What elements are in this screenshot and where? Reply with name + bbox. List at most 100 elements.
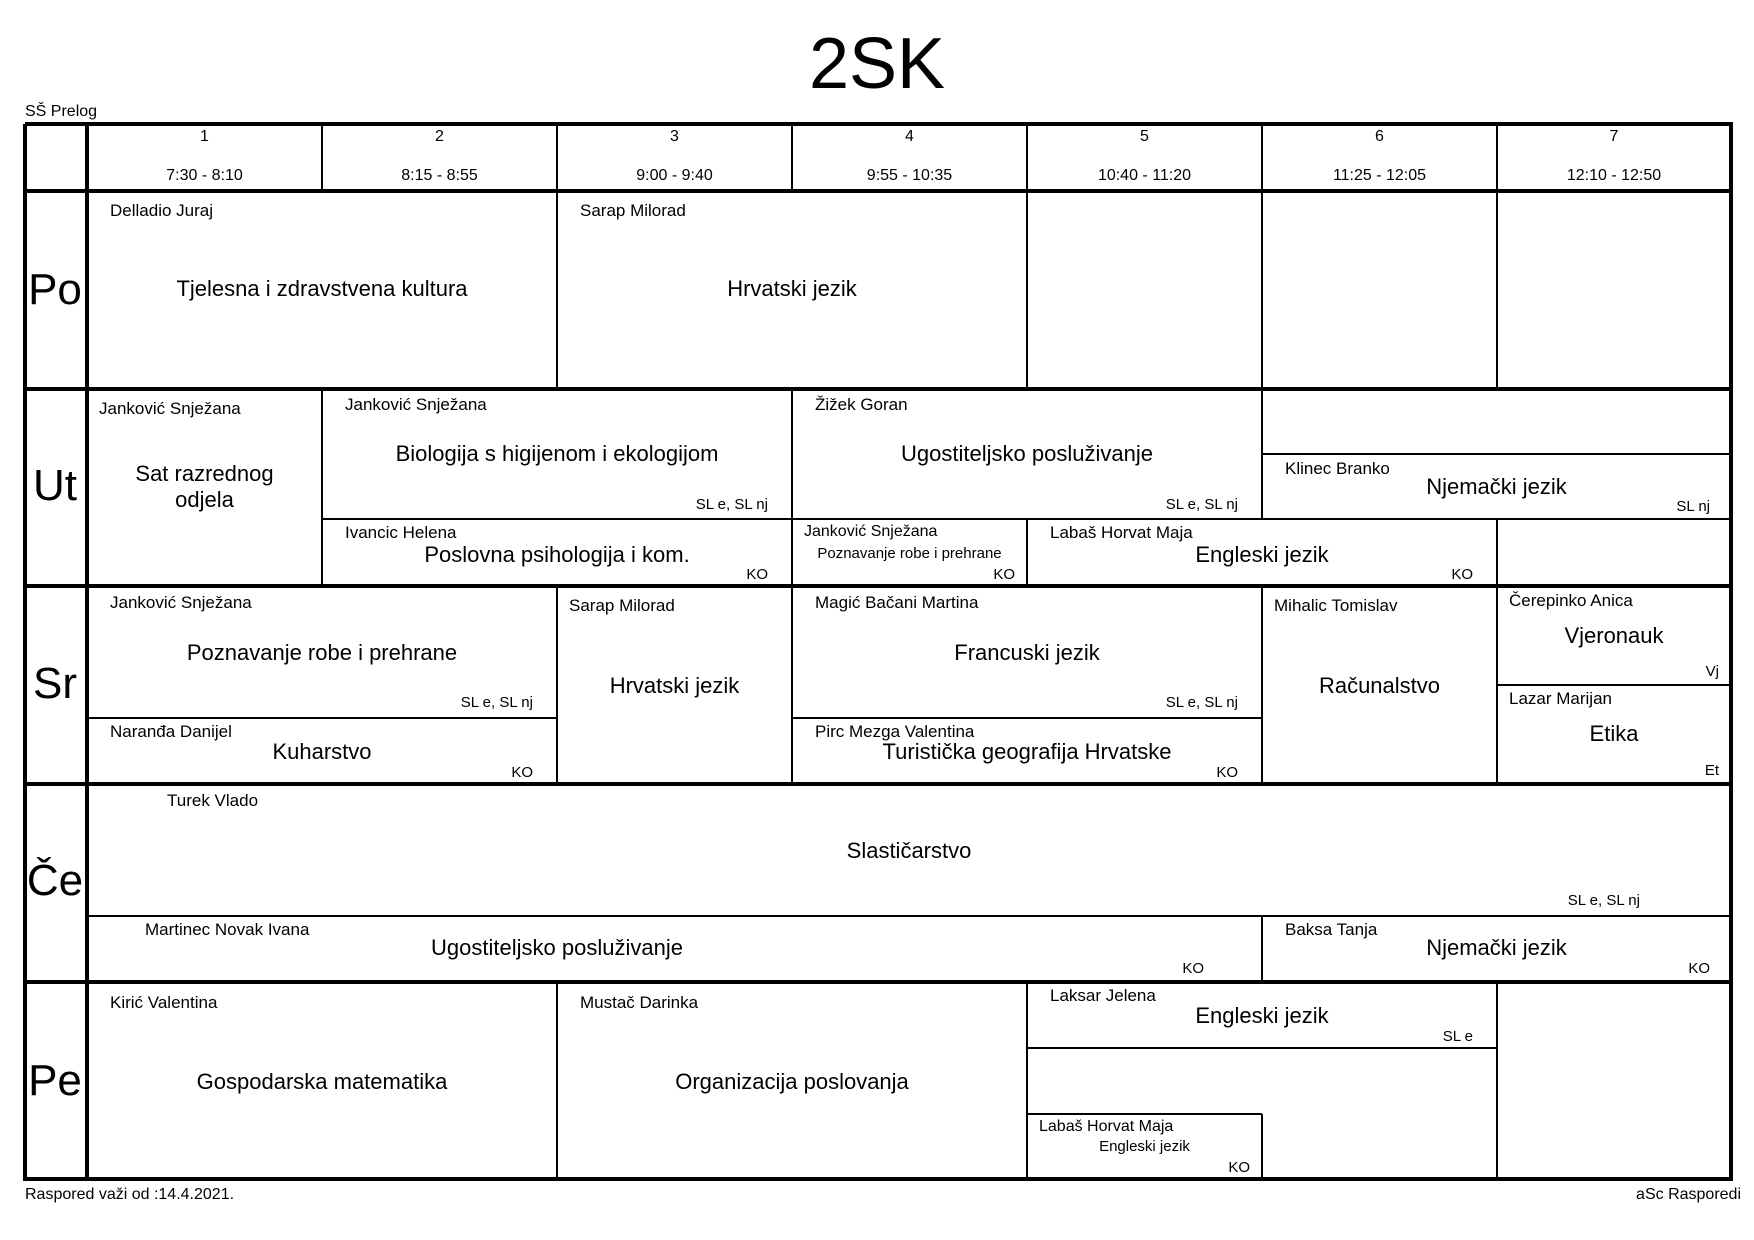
grid-line: [1496, 982, 1498, 1179]
lesson-cell[interactable]: Janković Snježana Poznavanje robe i preh…: [87, 587, 557, 717]
lesson-cell[interactable]: Janković Snježana Biologija s higijenom …: [322, 390, 792, 518]
subject-name: Engleski jezik: [1195, 542, 1329, 567]
lesson-cell[interactable]: Klinec Branko Njemački jezik SL nj: [1262, 456, 1731, 518]
grid-line: [25, 122, 1733, 126]
teacher-name: Janković Snježana: [99, 399, 241, 418]
lesson-cell[interactable]: Kirić Valentina Gospodarska matematika: [87, 983, 557, 1179]
grid-line: [1026, 124, 1028, 191]
classroom-label: SL e, SL nj: [460, 694, 533, 711]
grid-line: [85, 124, 89, 1179]
classroom-label: SL e, SL nj: [1165, 496, 1238, 513]
teacher-name: Čerepinko Anica: [1509, 591, 1633, 610]
lesson-cell[interactable]: Mihalic Tomislav Računalstvo: [1262, 587, 1497, 783]
subject-name: Engleski jezik: [1195, 1003, 1329, 1028]
classroom-label: SL e, SL nj: [1165, 694, 1238, 711]
classroom-label: KO: [1688, 960, 1710, 977]
grid-line: [556, 124, 558, 191]
lesson-cell[interactable]: Labaš Horvat Maja Engleski jezik KO: [1027, 1115, 1262, 1179]
lesson-cell[interactable]: Pirc Mezga Valentina Turistička geografi…: [792, 719, 1262, 783]
teacher-name: Janković Snježana: [110, 593, 252, 612]
lesson-cell[interactable]: Labaš Horvat Maja Engleski jezik KO: [1027, 520, 1497, 585]
lesson-cell[interactable]: Mustač Darinka Organizacija poslovanja: [557, 983, 1027, 1179]
lesson-cell[interactable]: Sarap Milorad Hrvatski jezik: [557, 587, 792, 783]
day-label-ce: Če: [26, 856, 84, 905]
subject-name: Vjeronauk: [1564, 623, 1664, 648]
lesson-cell[interactable]: Sarap Milorad Hrvatski jezik: [557, 192, 1027, 388]
grid-line: [1261, 191, 1263, 389]
lesson-cell[interactable]: Delladio Juraj Tjelesna i zdravstvena ku…: [87, 192, 557, 388]
classroom-label: KO: [993, 566, 1015, 583]
lesson-cell[interactable]: Naranđa Danijel Kuharstvo KO: [87, 719, 557, 783]
grid-line: [87, 915, 1731, 917]
lesson-cell[interactable]: Ivancic Helena Poslovna psihologija i ko…: [322, 520, 792, 585]
subject-name: Hrvatski jezik: [727, 276, 857, 301]
classroom-label: Vj: [1705, 663, 1719, 680]
period-time: 12:10 - 12:50: [1566, 167, 1662, 184]
day-label-sr: Sr: [33, 659, 77, 708]
grid-line: [556, 191, 558, 389]
lesson-cell[interactable]: Janković Snježana Poznavanje robe i preh…: [792, 520, 1027, 585]
teacher-name: Klinec Branko: [1285, 459, 1390, 478]
classroom-label: SL nj: [1676, 498, 1710, 515]
subject-name: Ugostiteljsko posluživanje: [431, 935, 683, 960]
grid-line: [1497, 684, 1731, 686]
teacher-name: Laksar Jelena: [1050, 986, 1156, 1005]
period-time: 9:00 - 9:40: [636, 167, 713, 184]
valid-from-note: Raspored važi od :14.4.2021.: [25, 1186, 235, 1203]
period-number: 6: [1375, 128, 1384, 145]
teacher-name: Kirić Valentina: [110, 993, 218, 1012]
grid-line: [1729, 124, 1733, 1181]
period-number: 1: [200, 128, 209, 145]
subject-name: Hrvatski jezik: [609, 673, 740, 698]
subject-name: Ugostiteljsko posluživanje: [901, 441, 1153, 466]
grid-line: [556, 586, 558, 784]
teacher-name: Martinec Novak Ivana: [145, 920, 310, 939]
teacher-name: Delladio Juraj: [110, 201, 213, 220]
grid-line: [87, 717, 557, 719]
grid-line: [1261, 586, 1263, 784]
subject-name: Kuharstvo: [272, 739, 372, 764]
classroom-label: KO: [1182, 960, 1204, 977]
grid-line: [1026, 191, 1028, 389]
lesson-cell[interactable]: Martinec Novak Ivana Ugostiteljsko poslu…: [87, 917, 1262, 981]
subject-name: Gospodarska matematika: [196, 1069, 448, 1094]
grid-line: [321, 124, 323, 191]
lesson-cell[interactable]: Janković Snježana Sat razrednog odjela: [87, 390, 322, 585]
lesson-cell[interactable]: Žižek Goran Ugostiteljsko posluživanje S…: [792, 390, 1262, 518]
classroom-label: KO: [1216, 764, 1238, 781]
subject-name: Francuski jezik: [954, 640, 1100, 665]
lesson-cell[interactable]: Čerepinko Anica Vjeronauk Vj: [1497, 587, 1731, 684]
subject-name: Biologija s higijenom i ekologijom: [395, 441, 719, 466]
teacher-name: Mihalic Tomislav: [1274, 596, 1398, 615]
subject-name: Poslovna psihologija i kom.: [424, 542, 690, 567]
subject-name: Sat razrednog odjela: [135, 461, 274, 512]
classroom-label: KO: [1451, 566, 1473, 583]
grid-line: [791, 586, 793, 784]
teacher-name: Labaš Horvat Maja: [1050, 523, 1193, 542]
grid-line: [1262, 453, 1731, 455]
lesson-cell[interactable]: Laksar Jelena Engleski jezik SL e: [1027, 983, 1497, 1047]
grid-line: [322, 518, 1262, 520]
class-title: 2SK: [808, 24, 946, 104]
lesson-cell[interactable]: Magić Bačani Martina Francuski jezik SL …: [792, 587, 1262, 717]
grid-line: [1261, 1114, 1263, 1179]
period-number: 2: [435, 128, 444, 145]
period-number: 7: [1609, 128, 1619, 145]
grid-line: [25, 1177, 1733, 1181]
grid-line: [25, 584, 1731, 588]
grid-line: [25, 189, 1731, 193]
grid-line: [25, 387, 1731, 391]
lesson-cell[interactable]: Turek Vlado Slastičarstvo SL e, SL nj: [87, 785, 1731, 915]
subject-name: Njemački jezik: [1426, 935, 1567, 960]
lesson-cell[interactable]: Baksa Tanja Njemački jezik KO: [1262, 917, 1731, 981]
classroom-label: KO: [511, 764, 533, 781]
period-time: 7:30 - 8:10: [166, 167, 243, 184]
period-time: 11:25 - 12:05: [1332, 167, 1427, 184]
grid-line: [791, 389, 793, 586]
period-time: 10:40 - 11:20: [1097, 167, 1192, 184]
grid-line: [25, 782, 1731, 786]
grid-line: [792, 717, 1262, 719]
grid-line: [25, 980, 1731, 984]
lesson-cell[interactable]: Lazar Marijan Etika Et: [1497, 686, 1731, 783]
grid-line: [321, 389, 323, 586]
